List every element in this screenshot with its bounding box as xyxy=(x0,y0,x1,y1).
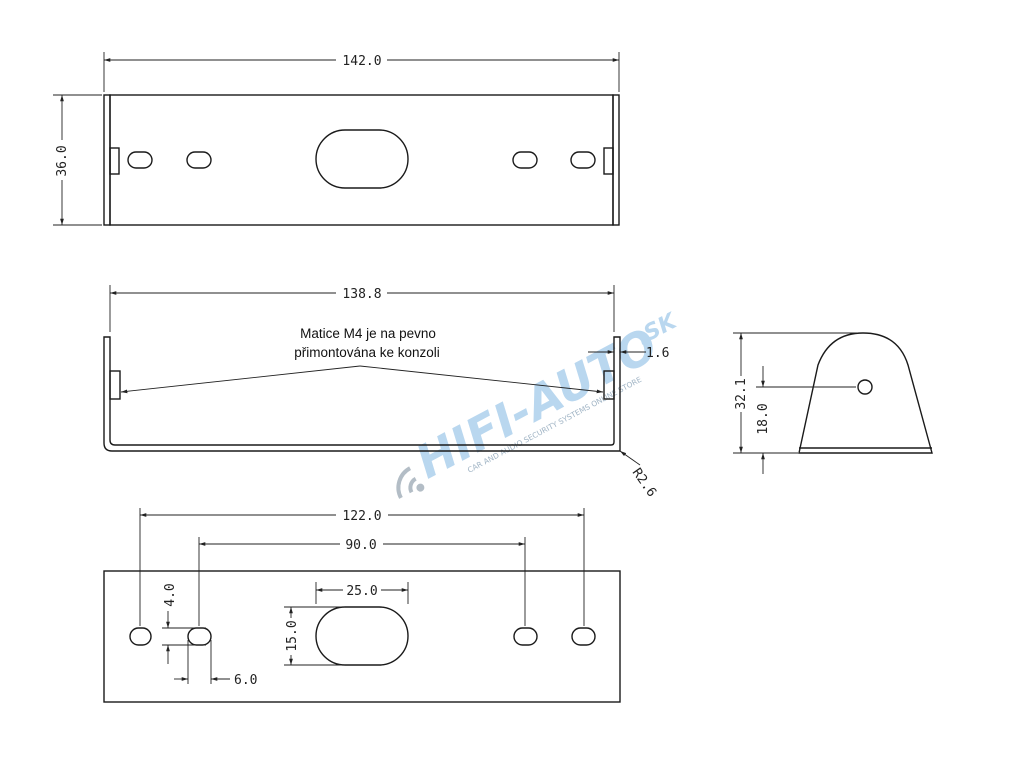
note-line-1: Matice M4 je na pevno xyxy=(300,326,436,341)
bottom-view-hole xyxy=(187,627,212,646)
watermark-brand: HIFI-AUTO xyxy=(407,317,666,489)
bottom-view: 122.0 90.0 25.0 15.0 4.0 6.0 xyxy=(103,508,621,703)
bottom-view-hole xyxy=(129,627,152,646)
dim-bend-radius: R2.6 xyxy=(629,466,659,500)
bottom-view-slot xyxy=(315,606,409,666)
side-view-outline xyxy=(798,332,933,454)
top-view-hole xyxy=(512,151,538,169)
top-view-slot xyxy=(315,129,409,189)
dim-top-width: 142.0 xyxy=(342,54,381,69)
dim-front-width: 138.8 xyxy=(342,287,381,302)
front-view: 138.8 1.6 R2.6 Matice M4 je na pevno při… xyxy=(103,285,669,500)
dim-side-height: 32.1 xyxy=(734,378,749,409)
top-view: 142.0 36.0 xyxy=(53,52,620,226)
front-view-profile xyxy=(103,336,621,452)
bottom-view-hole xyxy=(571,627,596,646)
side-view-hole xyxy=(857,379,873,395)
dim-slot-width: 25.0 xyxy=(346,584,377,599)
dim-hole-height: 4.0 xyxy=(163,583,178,606)
bottom-view-outline xyxy=(103,570,621,703)
dim-inner-holes: 90.0 xyxy=(345,538,376,553)
wifi-signal-icon xyxy=(396,466,425,499)
top-view-left-nut xyxy=(109,147,120,175)
dim-slot-height: 15.0 xyxy=(285,620,300,651)
dim-outer-holes: 122.0 xyxy=(342,509,381,524)
front-view-left-nut xyxy=(109,370,121,400)
leader-line xyxy=(619,450,641,466)
side-view: 32.1 18.0 xyxy=(733,332,933,474)
top-view-right-nut xyxy=(603,147,614,175)
front-view-right-nut xyxy=(603,370,615,400)
dim-side-hole-height: 18.0 xyxy=(756,403,771,434)
dim-top-height: 36.0 xyxy=(55,145,70,176)
dim-thickness: 1.6 xyxy=(646,346,669,361)
watermark-tld: .SK xyxy=(632,308,682,350)
note-leader-right xyxy=(359,365,604,394)
top-view-hole xyxy=(186,151,212,169)
top-view-hole xyxy=(570,151,596,169)
note-line-2: přimontována ke konzoli xyxy=(294,345,440,360)
top-view-hole xyxy=(127,151,153,169)
bottom-view-hole xyxy=(513,627,538,646)
note-leader-left xyxy=(120,365,361,394)
top-view-right-flange xyxy=(612,94,620,226)
dim-hole-width: 6.0 xyxy=(234,673,257,688)
top-view-left-flange xyxy=(103,94,111,226)
